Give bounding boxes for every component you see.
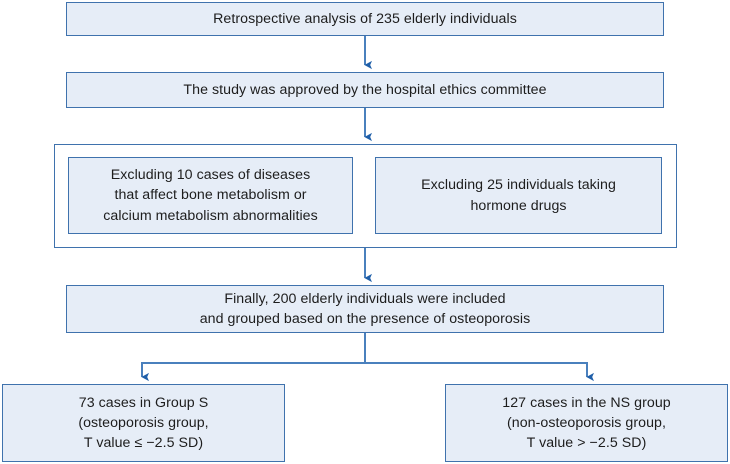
- final-cohort-label: Finally, 200 elderly individuals were in…: [199, 290, 531, 327]
- group-s-label: 73 cases in Group S (osteoporosis group,…: [78, 394, 209, 452]
- group-ns-box: 127 cases in the NS group (non-osteoporo…: [445, 384, 728, 462]
- retrospective-analysis-box: Retrospective analysis of 235 elderly in…: [66, 2, 664, 36]
- retrospective-analysis-label: Retrospective analysis of 235 elderly in…: [213, 10, 517, 27]
- exclusion-bone-metabolism-box: Excluding 10 cases of diseases that affe…: [68, 157, 353, 234]
- ethics-approval-label: The study was approved by the hospital e…: [183, 81, 547, 98]
- arrow-final-to-group-s: [141, 333, 366, 382]
- arrow-final-to-group-ns: [365, 362, 594, 382]
- exclusion-hormone-drugs-label: Excluding 25 individuals taking hormone …: [421, 177, 616, 214]
- group-s-box: 73 cases in Group S (osteoporosis group,…: [2, 384, 285, 462]
- final-cohort-box: Finally, 200 elderly individuals were in…: [66, 285, 664, 333]
- exclusion-hormone-drugs-box: Excluding 25 individuals taking hormone …: [375, 157, 662, 234]
- ethics-approval-box: The study was approved by the hospital e…: [66, 72, 664, 108]
- exclusion-bone-metabolism-label: Excluding 10 cases of diseases that affe…: [103, 167, 318, 224]
- group-ns-label: 127 cases in the NS group (non-osteoporo…: [502, 394, 671, 452]
